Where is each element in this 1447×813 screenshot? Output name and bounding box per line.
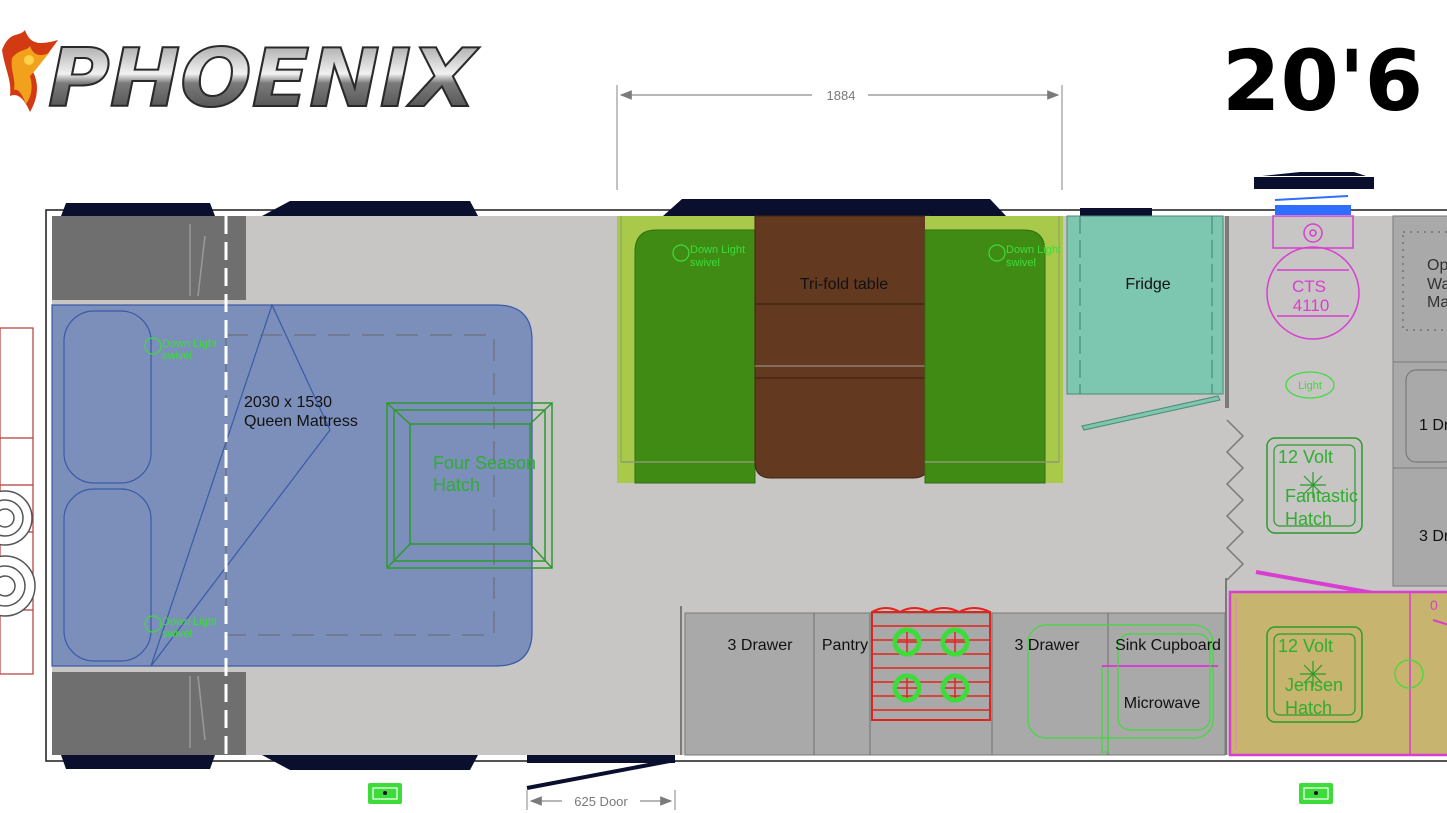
down-light-4-line1: Down Light: [1006, 244, 1061, 256]
brand-name: PHOENIX: [48, 32, 479, 125]
down-light-2-line1: Down Light: [162, 616, 217, 628]
right-ma-label: Ma: [1427, 294, 1447, 311]
phoenix-logo: PHOENIX: [2, 30, 480, 126]
jensen-hatch-line2: Jensen: [1285, 675, 1343, 695]
exterior-light-icon: [1299, 783, 1333, 804]
pillow-top: [63, 310, 152, 484]
windows-bottom: [61, 755, 675, 770]
toilet-line1: CTS: [1292, 277, 1326, 296]
table-span-label: 1884: [827, 88, 856, 103]
table-label: Tri-fold table: [800, 276, 888, 293]
fantastic-hatch-line3: Hatch: [1285, 509, 1332, 529]
down-light-icon: [144, 615, 162, 633]
table-span-dimension: 1884: [616, 85, 1063, 190]
microwave-label: Microwave: [1124, 695, 1201, 712]
tri-fold-table: Tri-fold table: [754, 215, 930, 479]
fantastic-hatch-line2: Fantastic: [1285, 486, 1358, 506]
shower-area: 0: [1228, 590, 1447, 757]
down-light-icon: [988, 244, 1006, 262]
down-light-3: Down Light swivel: [672, 244, 745, 269]
phoenix-bird-icon: [2, 30, 58, 112]
fantastic-hatch-line1: 12 Volt: [1278, 447, 1333, 467]
exterior-light-icon: [368, 783, 402, 804]
jensen-hatch-line3: Hatch: [1285, 698, 1332, 718]
pillow-bottom: [63, 488, 152, 662]
queen-bed: 2030 x 1530 Queen Mattress: [51, 216, 533, 755]
shower-mark: 0: [1430, 597, 1438, 613]
down-light-3-line1: Down Light: [690, 244, 745, 256]
mattress-type: Queen Mattress: [244, 413, 358, 430]
fantastic-hatch: [1266, 437, 1363, 534]
right-drawer-3-label: 3 Dr: [1419, 528, 1447, 545]
burner-icon: [892, 627, 970, 703]
light-label: Light: [1298, 380, 1322, 392]
toilet: [1266, 195, 1360, 340]
entry-door-swing: [526, 758, 676, 790]
door-label: 625 Door: [574, 794, 628, 809]
stove-cooktop: [871, 607, 991, 721]
down-light-1-line1: Down Light: [162, 338, 217, 350]
down-light-1-line2: swivel: [162, 350, 192, 362]
down-light-icon: [144, 337, 162, 355]
mattress-size: 2030 x 1530: [244, 394, 332, 411]
right-drawer-1-label: 1 Dr: [1419, 417, 1447, 434]
pantry-label: Pantry: [822, 637, 868, 654]
drawer-right-label: 3 Drawer: [1015, 637, 1081, 654]
fridge: Fridge: [1066, 215, 1224, 431]
down-light-icon: [672, 244, 690, 262]
wardrobe-bottom: [52, 672, 246, 755]
light-fixture: [1285, 371, 1335, 399]
down-light-2-line2: swivel: [162, 628, 192, 640]
bed-hatch-line2: Hatch: [433, 475, 480, 495]
right-cabinet: [1392, 215, 1447, 587]
down-light-1: Down Light swivel: [144, 337, 217, 362]
wardrobe-top: [52, 216, 246, 300]
fridge-label: Fridge: [1125, 276, 1170, 293]
down-light-2: Down Light swivel: [144, 615, 217, 640]
wheel-icon: [0, 490, 36, 617]
door-dimension: 625 Door: [526, 790, 676, 810]
windows-top: [61, 172, 1374, 216]
down-light-3-line2: swivel: [690, 257, 720, 269]
dinette-seat-right: [924, 216, 1063, 484]
right-wa-label: Wa: [1427, 276, 1447, 293]
dinette-seat-left: [617, 216, 756, 484]
drawer-left-label: 3 Drawer: [728, 637, 794, 654]
jensen-hatch: [1266, 626, 1363, 723]
sink-label: Sink Cupboard: [1115, 637, 1221, 654]
down-light-4: Down Light swivel: [988, 244, 1061, 269]
down-light-4-line2: swivel: [1006, 257, 1036, 269]
toilet-line2: 4110: [1293, 296, 1330, 315]
fan-icon: [1300, 661, 1326, 687]
right-op-label: Op: [1427, 257, 1447, 274]
sink: [1027, 624, 1218, 753]
model-length: 20'6: [1222, 32, 1423, 130]
four-season-hatch: [386, 402, 553, 569]
jensen-hatch-line1: 12 Volt: [1278, 636, 1333, 656]
bed-hatch-line1: Four Season: [433, 453, 536, 473]
fan-icon: [1300, 472, 1326, 498]
